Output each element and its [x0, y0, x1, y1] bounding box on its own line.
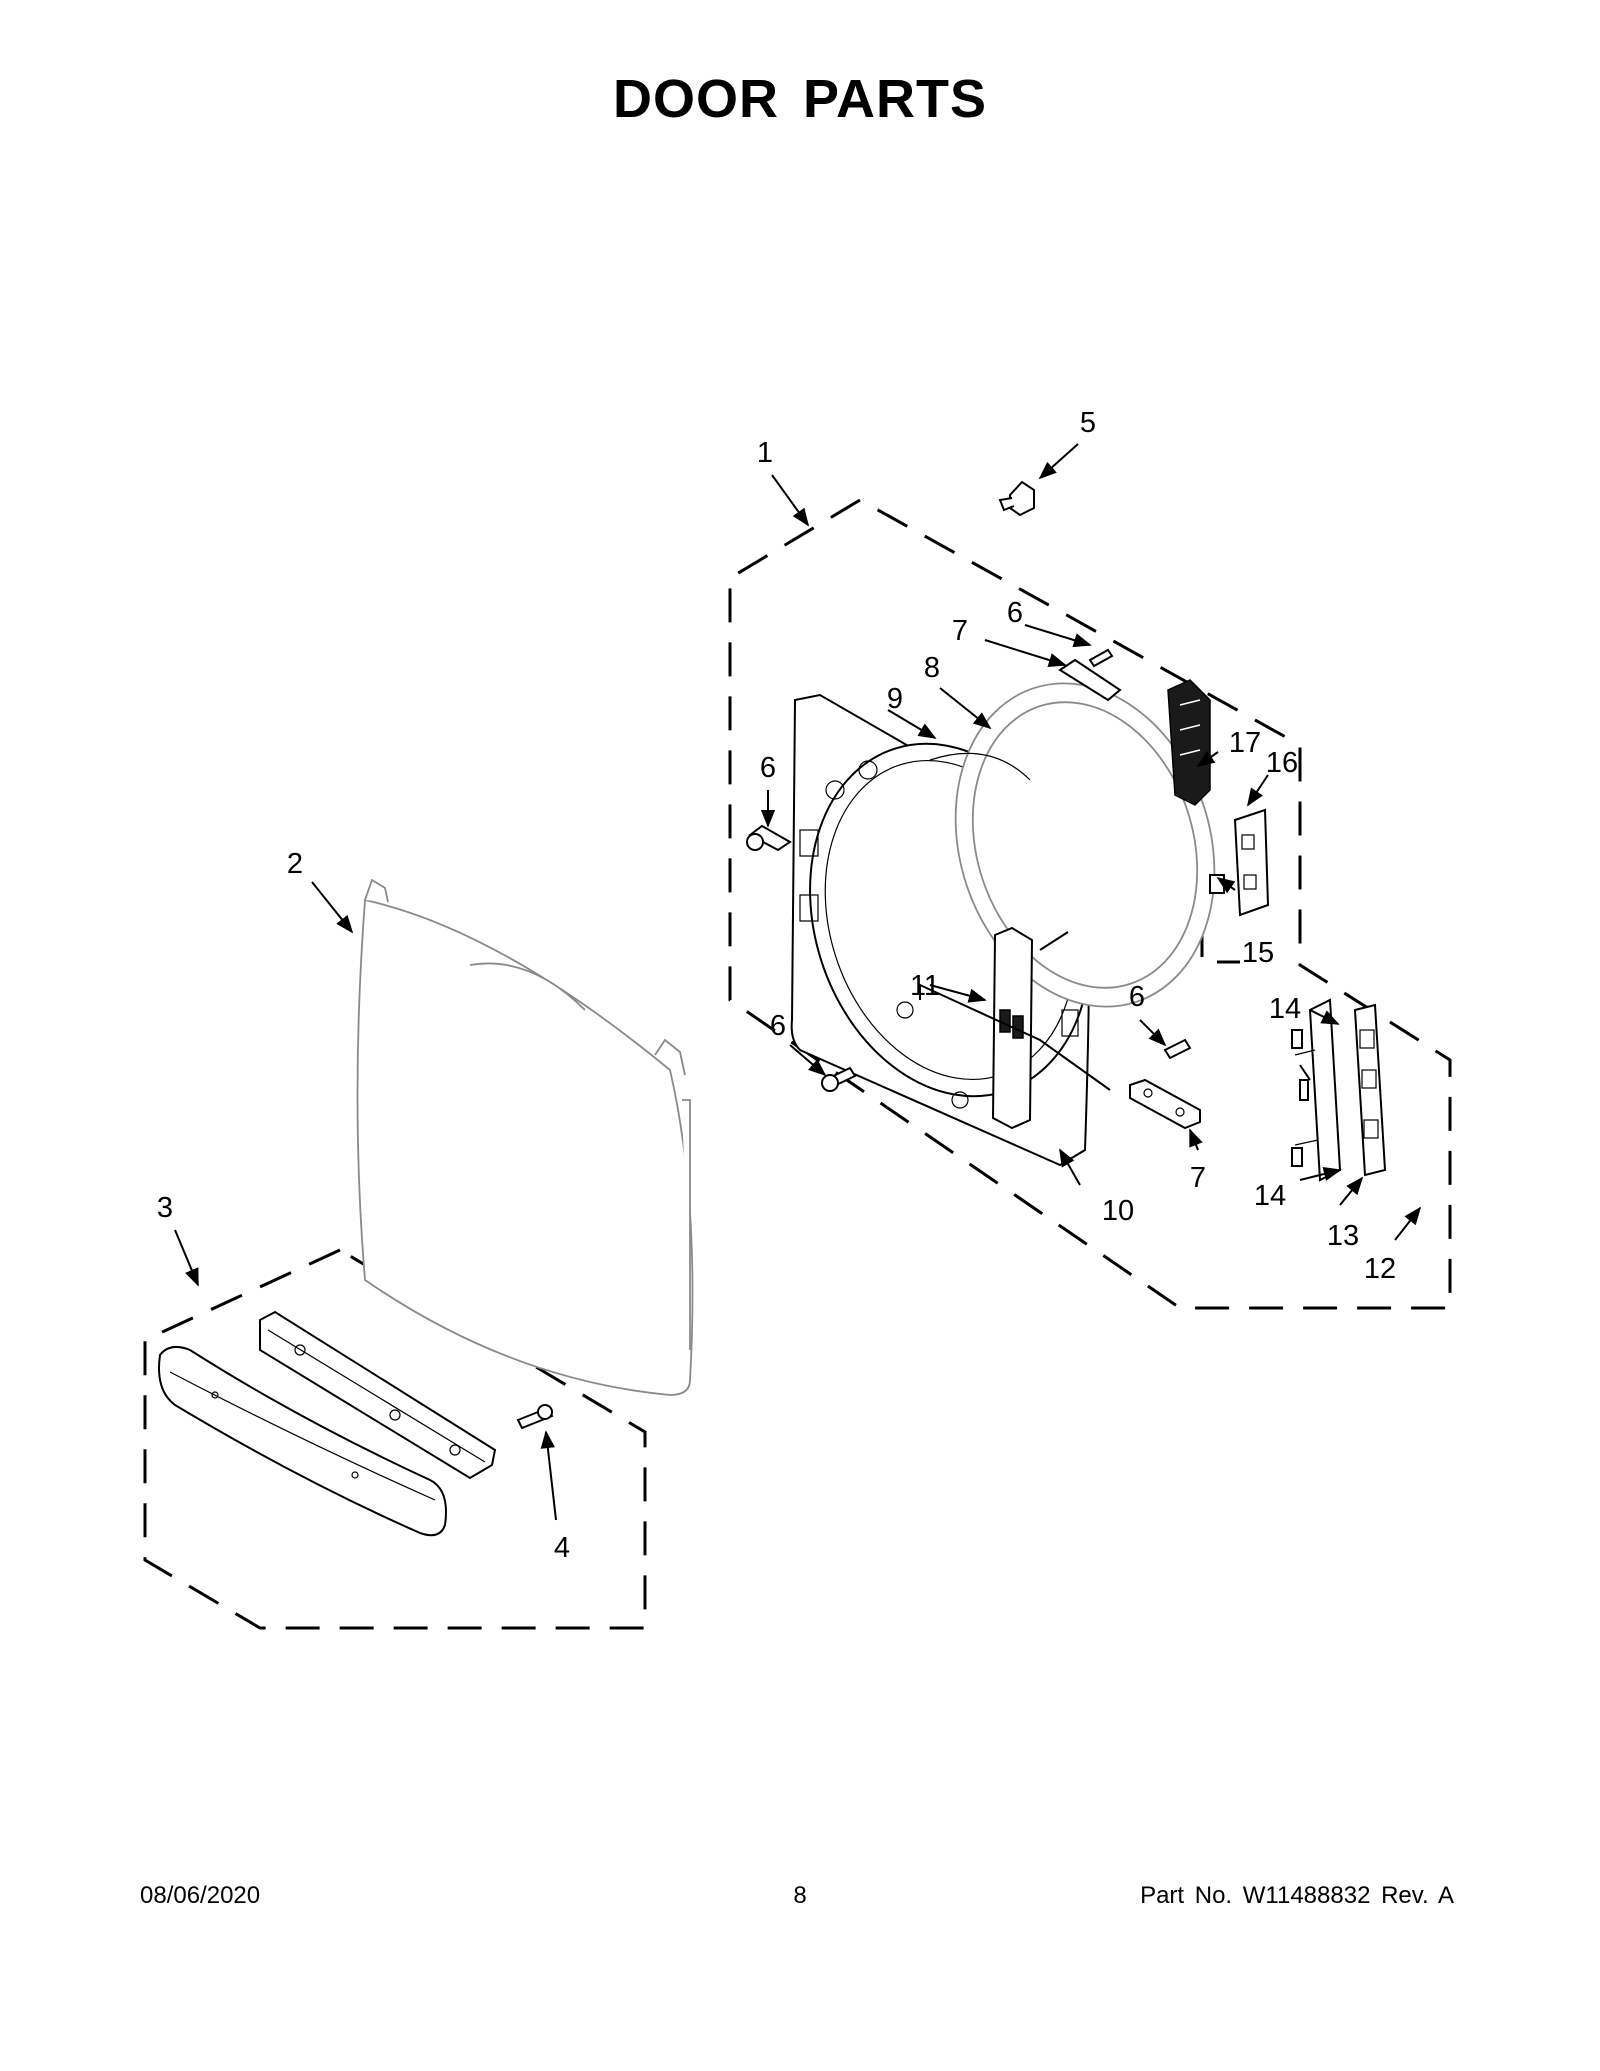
- callout-6-left-upper: 6: [760, 752, 776, 784]
- outer-door-panel: [356, 878, 694, 1396]
- callout-6-right: 6: [1129, 981, 1145, 1013]
- hinge-bracket-lower: [1129, 1078, 1201, 1130]
- group-boundary-handle: [143, 1248, 647, 1630]
- callout-7-bottom: 7: [1190, 1162, 1206, 1194]
- callout-5: 5: [1080, 407, 1096, 439]
- handle-bracket: [259, 1310, 497, 1480]
- page-title: DOOR PARTS: [612, 69, 987, 129]
- screw-left-upper: [746, 824, 792, 852]
- lock-switch: [1209, 874, 1225, 894]
- group-boundary-latch: [1200, 815, 1240, 964]
- screw-right-lower: [1163, 1038, 1192, 1060]
- callout-15: 15: [1242, 937, 1274, 969]
- callout-14-top: 14: [1269, 993, 1301, 1025]
- callout-2: 2: [287, 848, 303, 880]
- callout-10: 10: [1102, 1195, 1134, 1227]
- callout-4: 4: [554, 1532, 570, 1564]
- door-plug: [998, 480, 1035, 517]
- handle-screw: [516, 1404, 554, 1430]
- callout-1: 1: [757, 437, 773, 469]
- callout-12: 12: [1364, 1253, 1396, 1285]
- callout-14-bottom: 14: [1254, 1180, 1286, 1212]
- footer-part-number: Part No. W11488832 Rev. A: [1140, 1882, 1454, 1909]
- screw-left-lower: [821, 1066, 857, 1092]
- hinge-pins: [1291, 1029, 1309, 1167]
- callout-11: 11: [910, 970, 940, 1002]
- footer-date: 08/06/2020: [140, 1882, 261, 1909]
- callout-3: 3: [157, 1192, 173, 1224]
- leader-lines: [174, 443, 1422, 1521]
- hinge-door-side: [1353, 1003, 1387, 1177]
- group-boundary-door-assembly: [728, 498, 1452, 1310]
- door-lock: [1233, 808, 1270, 917]
- door-striker: [1167, 679, 1211, 806]
- screw-upper-right: [1088, 648, 1114, 668]
- callout-13: 13: [1327, 1220, 1359, 1252]
- door-handle: [158, 1345, 447, 1537]
- callout-7-top: 7: [952, 615, 968, 647]
- callout-6-top: 6: [1007, 597, 1023, 629]
- footer-page-number: 8: [793, 1882, 807, 1909]
- hinge-bracket-upper: [1058, 658, 1122, 702]
- callout-9: 9: [887, 683, 903, 715]
- door-gasket: [929, 752, 1031, 781]
- callout-6-left-lower: 6: [770, 1010, 786, 1042]
- door-glass-bowl: [954, 682, 1216, 1008]
- callout-17: 17: [1229, 727, 1261, 759]
- callout-8: 8: [924, 652, 940, 684]
- callout-16: 16: [1266, 747, 1298, 779]
